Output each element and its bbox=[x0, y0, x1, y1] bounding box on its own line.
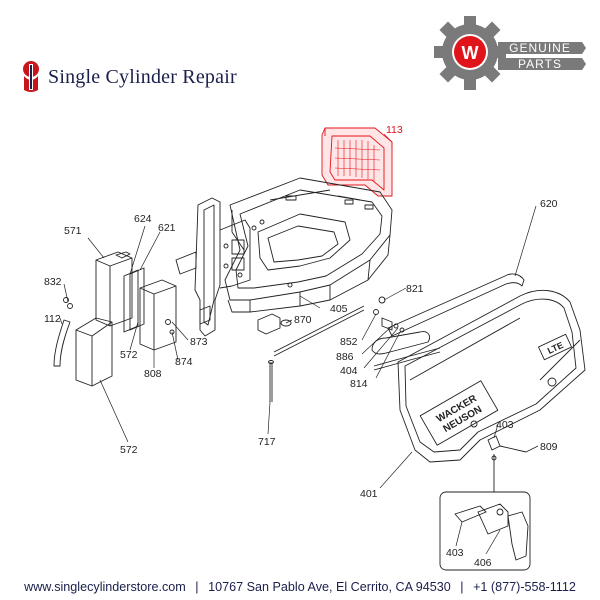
part-808-box[interactable] bbox=[139, 279, 177, 351]
footer: www.singlecylinderstore.com | 10767 San … bbox=[0, 580, 600, 594]
callout-620[interactable]: 620 bbox=[540, 198, 558, 210]
callout-112[interactable]: 112 bbox=[44, 313, 61, 325]
latch-inset[interactable] bbox=[439, 454, 531, 571]
part-571-box[interactable] bbox=[95, 251, 133, 327]
callout-406[interactable]: 406 bbox=[474, 557, 492, 569]
cover-logo: WACKER NEUSON bbox=[435, 393, 484, 435]
callout-624[interactable]: 624 bbox=[134, 213, 152, 225]
brand-name: Single Cylinder Repair bbox=[48, 65, 237, 88]
callout-403-upper[interactable]: 403 bbox=[496, 419, 514, 431]
part-113-grille[interactable] bbox=[321, 127, 393, 197]
handle-strip[interactable] bbox=[387, 273, 525, 337]
upright-bracket[interactable] bbox=[175, 197, 251, 337]
callout-113[interactable]: 113 bbox=[386, 124, 403, 136]
part-112-strap[interactable] bbox=[53, 297, 73, 367]
part-870-connector[interactable] bbox=[257, 313, 292, 335]
callout-572-upper[interactable]: 572 bbox=[120, 349, 138, 361]
badge-line1: GENUINE bbox=[509, 41, 571, 55]
part-401-cover[interactable] bbox=[397, 289, 586, 463]
brand-logo-icon bbox=[23, 61, 39, 92]
callout-572-lower[interactable]: 572 bbox=[120, 444, 138, 456]
footer-url[interactable]: www.singlecylinderstore.com bbox=[24, 580, 186, 594]
callout-405[interactable]: 405 bbox=[330, 303, 348, 315]
callout-809[interactable]: 809 bbox=[540, 441, 558, 453]
callout-571[interactable]: 571 bbox=[64, 225, 82, 237]
hardware-fasteners[interactable] bbox=[371, 296, 441, 371]
footer-phone[interactable]: +1 (877)-558-1112 bbox=[473, 580, 576, 594]
genuine-parts-badge: W GENUINE PARTS bbox=[434, 16, 586, 90]
callouts: 113 620 571 624 621 832 112 821 405 870 … bbox=[44, 124, 558, 569]
callout-403-inset[interactable]: 403 bbox=[446, 547, 464, 559]
callout-814[interactable]: 814 bbox=[350, 378, 368, 390]
callout-874[interactable]: 874 bbox=[175, 356, 193, 368]
part-624-plate[interactable] bbox=[123, 267, 145, 333]
callout-873[interactable]: 873 bbox=[190, 336, 208, 348]
frame-assembly[interactable] bbox=[224, 177, 393, 313]
callout-821[interactable]: 821 bbox=[406, 283, 424, 295]
footer-separator: | bbox=[460, 580, 464, 594]
callout-401[interactable]: 401 bbox=[360, 488, 378, 500]
callout-808[interactable]: 808 bbox=[144, 368, 162, 380]
callout-886[interactable]: 886 bbox=[336, 351, 354, 363]
leader-lines bbox=[59, 133, 539, 555]
badge-line2: PARTS bbox=[518, 57, 562, 71]
badge-letter: W bbox=[462, 43, 479, 63]
callout-404[interactable]: 404 bbox=[340, 365, 358, 377]
callout-852[interactable]: 852 bbox=[340, 336, 358, 348]
callout-870[interactable]: 870 bbox=[294, 314, 312, 326]
footer-separator: | bbox=[195, 580, 199, 594]
callout-832[interactable]: 832 bbox=[44, 276, 62, 288]
footer-address: 10767 San Pablo Ave, El Cerrito, CA 9453… bbox=[208, 580, 451, 594]
callout-717[interactable]: 717 bbox=[258, 436, 276, 448]
part-717-rod[interactable] bbox=[268, 305, 365, 402]
brand[interactable]: Single Cylinder Repair bbox=[20, 60, 237, 94]
part-572-cover[interactable] bbox=[75, 317, 113, 387]
callout-621[interactable]: 621 bbox=[158, 222, 176, 234]
